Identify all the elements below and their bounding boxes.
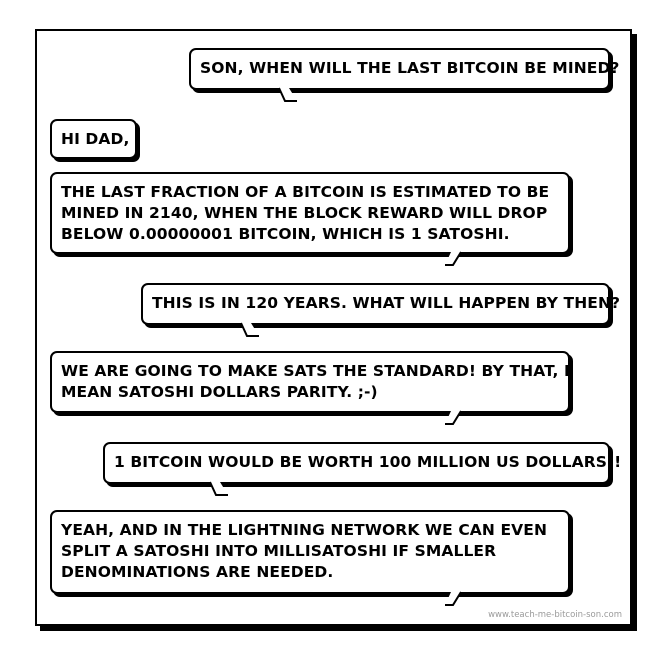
bubble-2-text: HI DAD, [61, 130, 130, 148]
speech-bubble-6: 1 BITCOIN WOULD BE WORTH 100 MILLION US … [103, 442, 621, 484]
speech-bubble-3: THE LAST FRACTION OF A BITCOIN IS ESTIMA… [50, 172, 570, 254]
bubble-3-line-1: THE LAST FRACTION OF A BITCOIN IS ESTIMA… [61, 183, 550, 201]
bubble-3-tail [445, 251, 462, 266]
bubble-5-tail [445, 410, 462, 425]
speech-bubble-5: WE ARE GOING TO MAKE SATS THE STANDARD! … [50, 351, 570, 413]
bubble-7-line-3: DENOMINATIONS ARE NEEDED. [61, 563, 334, 581]
bubble-7-tail [445, 591, 462, 606]
bubble-5-line-1: WE ARE GOING TO MAKE SATS THE STANDARD! … [61, 362, 570, 380]
bubble-7-line-1: YEAH, AND IN THE LIGHTNING NETWORK WE CA… [61, 521, 548, 539]
bubble-3-line-2: MINED IN 2140, WHEN THE BLOCK REWARD WIL… [61, 204, 548, 222]
watermark: www.teach-me-bitcoin-son.com [488, 610, 622, 620]
bubble-6-text: 1 BITCOIN WOULD BE WORTH 100 MILLION US … [114, 453, 622, 471]
bubble-5-line-2: MEAN SATOSHI DOLLARS PARITY. ;-) [61, 383, 378, 401]
speech-bubble-4: THIS IS IN 120 YEARS. WHAT WILL HAPPEN B… [141, 283, 620, 325]
bubble-3-line-3: BELOW 0.00000001 BITCOIN, WHICH IS 1 SAT… [61, 225, 510, 243]
speech-bubble-7: YEAH, AND IN THE LIGHTNING NETWORK WE CA… [50, 510, 570, 594]
bubble-1-tail [278, 87, 297, 102]
bubble-6-tail [209, 481, 228, 496]
bubble-1-text: SON, WHEN WILL THE LAST BITCOIN BE MINED… [200, 59, 620, 77]
comic-panel: SON, WHEN WILL THE LAST BITCOIN BE MINED… [35, 29, 632, 626]
bubble-4-tail [240, 322, 259, 337]
speech-bubble-1: SON, WHEN WILL THE LAST BITCOIN BE MINED… [189, 48, 619, 90]
speech-bubble-2: HI DAD, [50, 119, 137, 159]
bubble-7-line-2: SPLIT A SATOSHI INTO MILLISATOSHI IF SMA… [61, 542, 497, 560]
bubble-4-text: THIS IS IN 120 YEARS. WHAT WILL HAPPEN B… [152, 294, 621, 312]
